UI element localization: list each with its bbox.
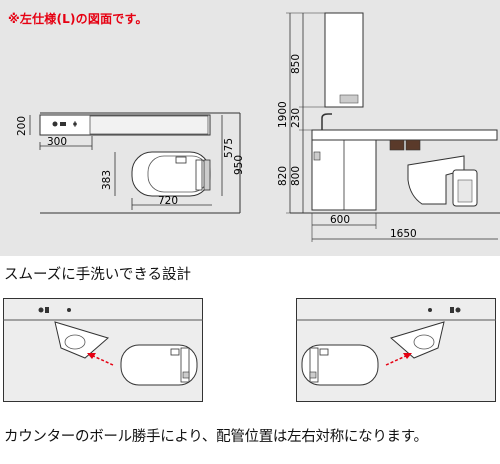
dim-820: 820 bbox=[277, 166, 289, 186]
right-layout-illustration bbox=[296, 298, 496, 402]
dim-300: 300 bbox=[47, 136, 67, 148]
spec-note: ※左仕様(L)の図面です。 bbox=[8, 12, 148, 26]
faucet-icon bbox=[52, 121, 58, 127]
dim-575: 575 bbox=[223, 138, 235, 158]
technical-drawing-panel: ※左仕様(L)の図面です。 300 200 bbox=[0, 0, 500, 256]
dim-720: 720 bbox=[158, 195, 178, 207]
dim-1650: 1650 bbox=[390, 228, 417, 240]
piping-caption: カウンターのボール勝手により、配管位置は左右対称になります。 bbox=[4, 429, 428, 445]
dim-200: 200 bbox=[16, 116, 28, 136]
feature-caption: スムーズに手洗いできる設計 bbox=[4, 267, 192, 283]
dim-383: 383 bbox=[101, 170, 113, 190]
elevation-view-drawing: 1900 850 230 820 800 60 bbox=[277, 12, 500, 242]
dim-850: 850 bbox=[290, 54, 302, 74]
dim-1900: 1900 bbox=[277, 101, 289, 128]
dim-600: 600 bbox=[330, 214, 350, 226]
dim-950: 950 bbox=[233, 155, 245, 175]
plan-view-drawing: 300 200 383 720 575 950 bbox=[16, 112, 245, 214]
dim-800: 800 bbox=[290, 166, 302, 186]
dim-230: 230 bbox=[290, 108, 302, 128]
left-layout-illustration bbox=[3, 298, 203, 402]
